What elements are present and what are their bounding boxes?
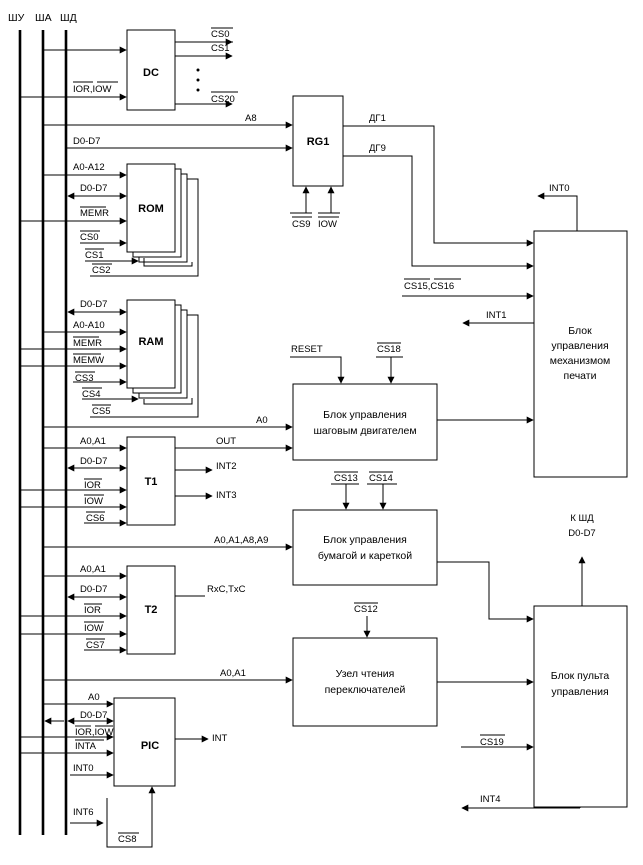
- t1-iow-label: IOW: [84, 496, 103, 507]
- paper-block-line2: бумагой и кареткой: [318, 550, 412, 562]
- pic-a0-label: A0: [88, 692, 100, 703]
- dg9-label: ДГ9: [369, 143, 386, 154]
- rom-data-label: D0-D7: [80, 183, 107, 194]
- switch-address-label: A0,A1: [220, 668, 246, 679]
- panel-block-line1: Блок пульта: [551, 670, 610, 682]
- to-data-bus-label-1: К ШД: [570, 513, 594, 524]
- int6-label: INT6: [73, 807, 94, 818]
- bus-lines: [18, 30, 68, 835]
- dc-decoder: DC IOR,IOW CS0 CS1 CS20: [20, 27, 238, 111]
- print-control-block: Блок управления механизмом печати INT0 C…: [402, 183, 628, 478]
- int1-label: INT1: [486, 310, 507, 321]
- ram-cs4-label: CS4: [82, 389, 100, 400]
- rom-label: ROM: [138, 203, 164, 215]
- pic-int0-label: INT0: [73, 763, 94, 774]
- cs13-label: CS13: [334, 473, 358, 484]
- ram-cs5-label: CS5: [92, 406, 110, 417]
- cs18-label: CS18: [377, 344, 401, 355]
- cs19-label: CS19: [480, 737, 504, 748]
- bus-label-address: ША: [35, 12, 52, 24]
- t1-address-label: A0,A1: [80, 436, 106, 447]
- cs12-label: CS12: [354, 604, 378, 615]
- ram-memw-label: MEMW: [73, 355, 104, 366]
- pic-label: PIC: [141, 740, 159, 752]
- t1-out-label: OUT: [216, 436, 236, 447]
- ram-data-label: D0-D7: [80, 299, 107, 310]
- t1-cs6-label: CS6: [86, 513, 104, 524]
- t1-timer: T1 A0,A1 OUT D0-D7 INT2 IOR INT3 IOW CS6: [20, 436, 293, 527]
- print-block-line4: печати: [564, 370, 597, 382]
- stepper-block-line2: шаговым двигателем: [313, 425, 416, 437]
- t2-rxc-txc-label: RxC,TxC: [207, 584, 246, 595]
- switch-block-line1: Узел чтения: [336, 668, 395, 680]
- t1-label: T1: [145, 476, 158, 488]
- ram-label: RAM: [138, 336, 163, 348]
- stepper-control-block: Блок управления шаговым двигателем RESET…: [43, 342, 534, 461]
- dc-cs1-label: CS1: [211, 43, 229, 54]
- t2-iow-label: IOW: [84, 623, 103, 634]
- stepper-block-line1: Блок управления: [323, 409, 407, 421]
- pic-data-label: D0-D7: [80, 710, 107, 721]
- cs14-label: CS14: [369, 473, 393, 484]
- control-panel-block: Блок пульта управления К ШД D0-D7 CS19 I…: [461, 513, 628, 812]
- print-block-line3: механизмом: [550, 355, 611, 367]
- pic-ior-iow-label: IOR,IOW: [75, 727, 114, 738]
- rg1-cs9-label: CS9: [292, 219, 310, 230]
- dg1-label: ДГ1: [369, 113, 386, 124]
- rg1-register: RG1 A8 D0-D7 CS9 IOW ДГ1 ДГ9: [43, 95, 534, 270]
- ram-address-label: A0-A10: [73, 320, 105, 331]
- rom-address-label: A0-A12: [73, 162, 105, 173]
- pic-controller: PIC A0 D0-D7 IOR,IOW INTA INT INT0 INT6 …: [20, 692, 228, 848]
- rom-cs0-label: CS0: [80, 232, 98, 243]
- to-data-bus-label-2: D0-D7: [568, 528, 595, 539]
- panel-block-line2: управления: [551, 686, 608, 698]
- ram-chip: RAM D0-D7 A0-A10 MEMR MEMW CS3 CS4 CS5: [20, 299, 199, 418]
- switch-reader-block: Узел чтения переключателей CS12 A0,A1: [43, 602, 534, 727]
- bus-label-data: ШД: [60, 12, 77, 24]
- switch-block-line2: переключателей: [325, 684, 406, 696]
- t2-cs7-label: CS7: [86, 640, 104, 651]
- rom-memr-label: MEMR: [80, 208, 109, 219]
- ram-memr-label: MEMR: [73, 338, 102, 349]
- rg1-label: RG1: [307, 136, 330, 148]
- rg1-a8-label: A8: [245, 113, 257, 124]
- rom-chip: ROM A0-A12 D0-D7 MEMR CS0 CS1 CS2: [20, 162, 199, 277]
- t2-ior-label: IOR: [84, 605, 101, 616]
- t1-int2-label: INT2: [216, 461, 237, 472]
- paper-block-line1: Блок управления: [323, 534, 407, 546]
- print-block-line1: Блок: [568, 325, 592, 337]
- paper-carriage-block: Блок управления бумагой и кареткой CS13 …: [43, 471, 534, 623]
- reset-label: RESET: [291, 344, 323, 355]
- t2-label: T2: [145, 604, 158, 616]
- rg1-data-label: D0-D7: [73, 136, 100, 147]
- t1-int3-label: INT3: [216, 490, 237, 501]
- dc-label: DC: [143, 67, 159, 79]
- t1-ior-label: IOR: [84, 480, 101, 491]
- int4-label: INT4: [480, 794, 501, 805]
- rom-cs2-label: CS2: [92, 265, 110, 276]
- cs15-cs16-label: CS15,CS16: [404, 281, 454, 292]
- t1-data-label: D0-D7: [80, 456, 107, 467]
- rom-cs1-label: CS1: [85, 250, 103, 261]
- paper-address-label: A0,A1,A8,A9: [214, 535, 268, 546]
- stepper-a0-label: A0: [256, 415, 268, 426]
- dc-ior-iow-label: IOR,IOW: [73, 84, 112, 95]
- pic-inta-label: INTA: [75, 741, 97, 752]
- int0-top-label: INT0: [549, 183, 570, 194]
- t2-timer: T2 A0,A1 D0-D7 RxC,TxC IOR IOW CS7: [20, 564, 246, 655]
- t2-data-label: D0-D7: [80, 584, 107, 595]
- t2-address-label: A0,A1: [80, 564, 106, 575]
- ram-cs3-label: CS3: [75, 373, 93, 384]
- dc-cs20-label: CS20: [211, 94, 235, 105]
- pic-int-label: INT: [212, 733, 228, 744]
- pic-cs8-label: CS8: [118, 834, 136, 845]
- print-block-line2: управления: [551, 340, 608, 352]
- dc-cs0-label: CS0: [211, 29, 229, 40]
- bus-label-control: ШУ: [8, 12, 25, 24]
- rg1-iow-label: IOW: [318, 219, 337, 230]
